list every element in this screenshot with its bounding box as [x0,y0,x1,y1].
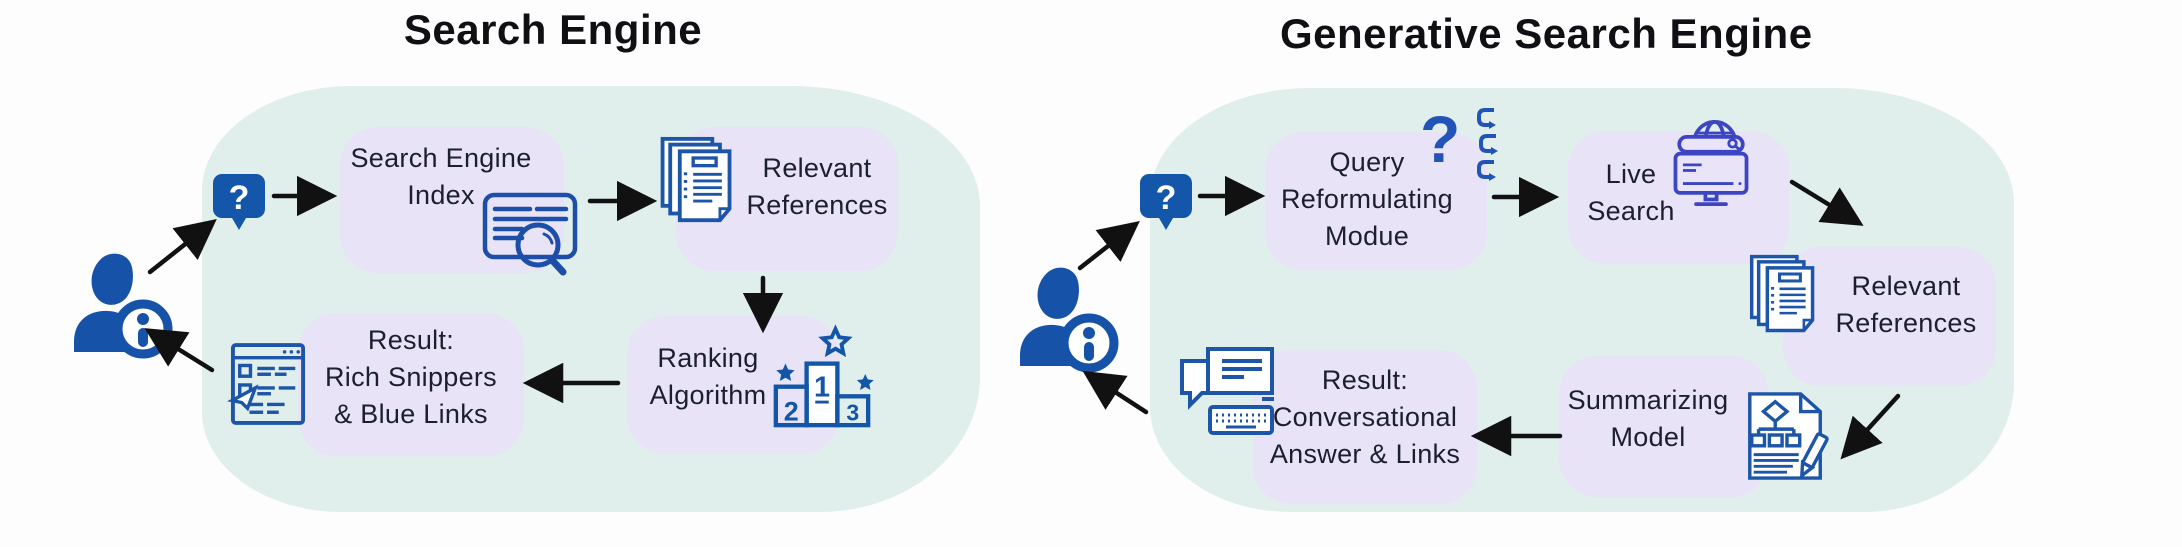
podium-ranking-icon: 1 2 3 [772,326,874,432]
result-blue-links-label: Result: Rich Snippers & Blue Links [306,322,516,433]
podium-second-place: 2 [784,396,799,426]
references-right-line2: References [1835,308,1977,338]
podium-third-place: 3 [846,399,859,425]
arrow-result-to-user-right [1082,370,1149,415]
result-right-line2: Conversational [1272,402,1458,432]
index-label-line2: Index [407,180,475,210]
query-line3: Modue [1324,221,1410,251]
ranking-line1: Ranking [657,343,759,373]
query-line2: Reformulating [1281,184,1453,214]
relevant-references-box-right [1783,247,1996,386]
references-left-line1: Relevant [762,153,872,183]
live-search-label: Live Search [1576,156,1686,230]
live-search-monitor-icon [1668,118,1754,208]
user-icon-right [1008,262,1119,374]
search-engine-title: Search Engine [403,6,703,53]
big-question-glyph: ? [1420,102,1460,176]
query-reformulating-label: Query Reformulating Modue [1272,144,1462,255]
result-left-line1: Result: [367,325,455,355]
result-conversational-box [1253,350,1477,504]
chat-keyboard-icon [1178,344,1278,438]
query-line1: Query [1329,147,1405,177]
ranking-algorithm-label: Ranking Algorithm [633,340,783,414]
question-bubble-icon: ? [212,172,266,232]
references-right-line1: Relevant [1851,271,1961,301]
webpage-snippet-icon [226,342,306,426]
question-bubble-icon-right: ? [1139,172,1193,232]
question-glyph: ? [229,179,250,217]
relevant-references-label-right: Relevant References [1822,268,1990,342]
live-line2: Search [1587,196,1675,226]
summarizing-doc-icon [1742,390,1830,482]
result-right-line1: Result: [1321,365,1409,395]
result-conversational-label: Result: Conversational Answer & Links [1261,362,1469,473]
search-index-icon [482,192,578,278]
user-icon [62,248,173,360]
result-blue-links-box [298,313,524,456]
references-left-line2: References [746,190,888,220]
query-refresh-icon: ? [1418,102,1504,181]
result-left-line3: & Blue Links [334,399,488,429]
relevant-references-label-left: Relevant References [742,150,892,224]
result-left-line2: Rich Snippers [325,362,497,392]
summarizing-model-label: Summarizing Model [1563,382,1733,456]
index-label-line1: Search Engine [350,143,532,173]
summarizing-line1: Summarizing [1567,385,1729,415]
documents-icon-right [1748,254,1818,334]
summarizing-model-box [1559,356,1769,497]
documents-icon-left [658,136,736,224]
result-right-line3: Answer & Links [1269,439,1461,469]
search-engine-index-box [340,127,564,273]
ranking-line2: Algorithm [649,380,767,410]
query-reformulating-box [1265,132,1487,270]
question-glyph-right: ? [1156,179,1177,217]
search-engine-index-label: Search Engine Index [346,140,536,214]
summarizing-line2: Model [1610,422,1686,452]
podium-first-place: 1 [814,371,830,403]
live-line1: Live [1605,159,1657,189]
generative-search-engine-title: Generative Search Engine [1280,10,1813,57]
